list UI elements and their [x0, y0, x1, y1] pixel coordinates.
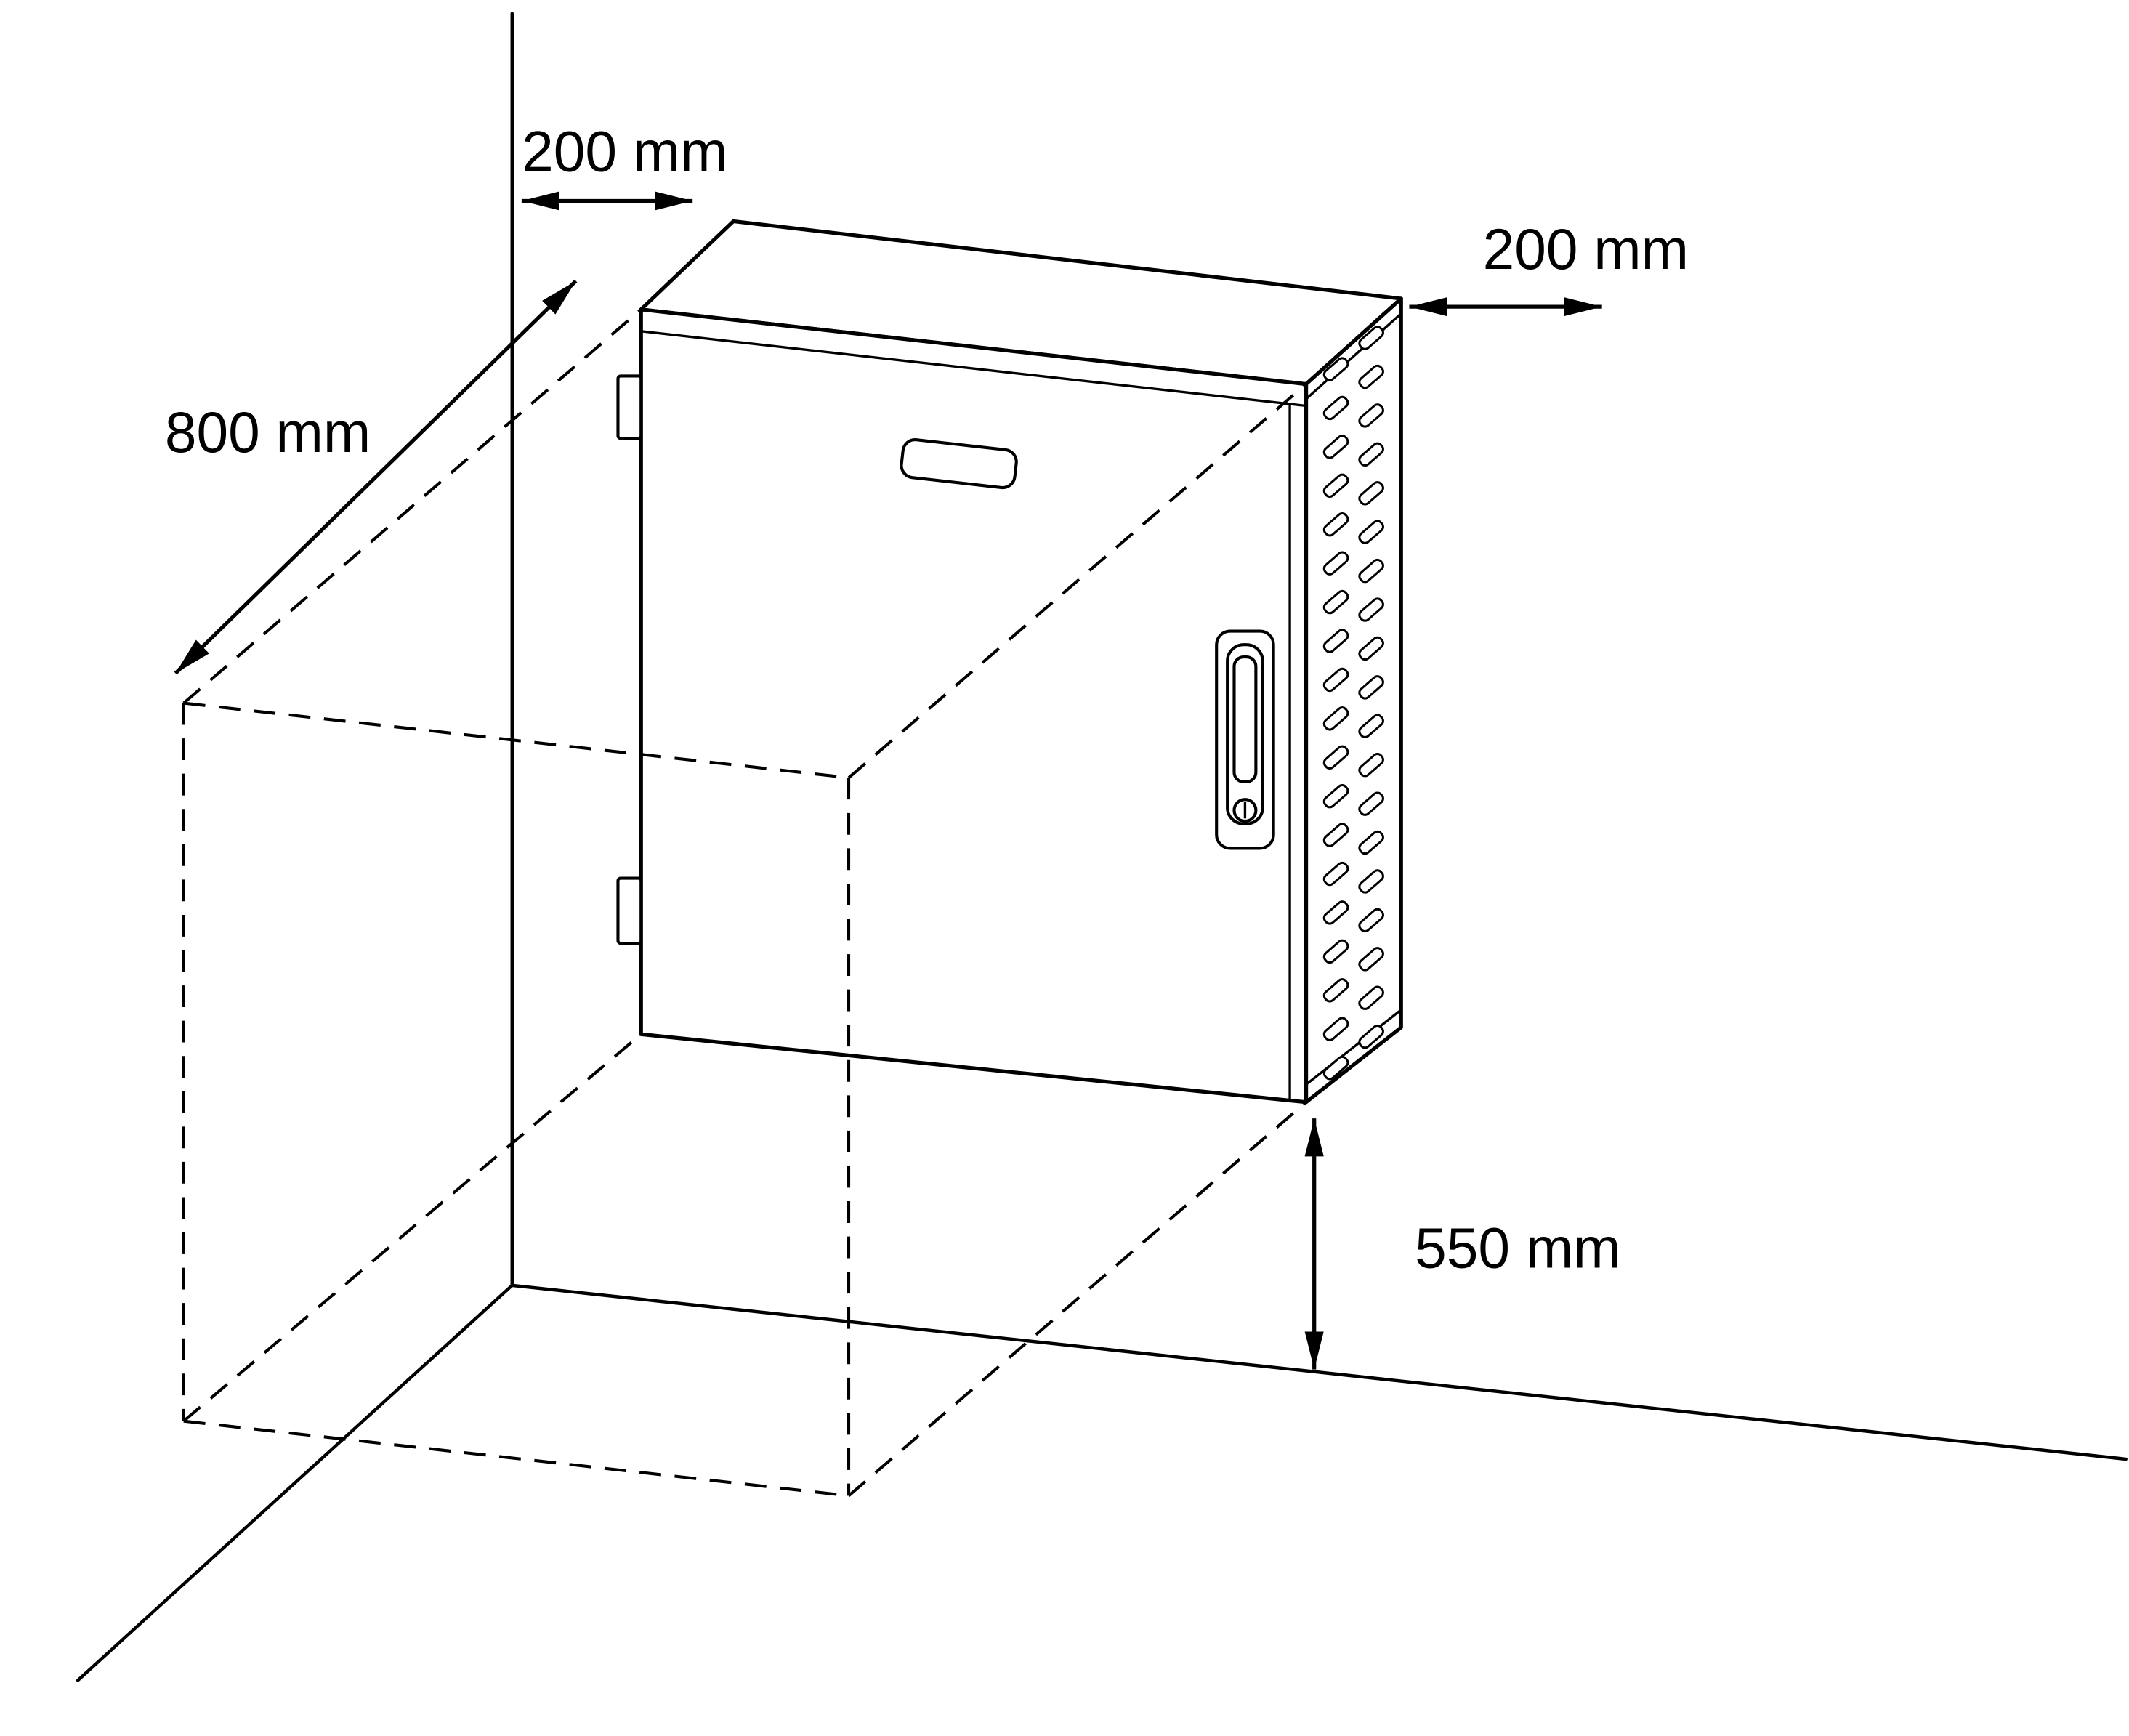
door-hinge-bottom: [616, 876, 643, 945]
dimensions: 200 mm 200 mm 800 mm 550 mm: [165, 119, 1689, 1370]
envelope-bottom-left-depth-edge: [182, 1033, 642, 1423]
envelope-front-top-edge: [183, 701, 849, 780]
dimension-label-right-clearance: 200 mm: [1483, 217, 1689, 281]
cabinet-nameplate: [900, 438, 1018, 490]
floor-line-left: [76, 1283, 514, 1682]
cabinet-door-face: [639, 307, 1309, 1105]
dimension-arrow-front-clearance: [174, 279, 578, 675]
envelope-bottom-right-depth-edge: [847, 1101, 1307, 1497]
envelope-front-bottom-edge: [183, 1419, 849, 1498]
floor-line-right: [510, 1283, 2128, 1461]
vent-panel-top-band: [1305, 312, 1402, 400]
cabinet: [616, 219, 1403, 1105]
door-top-seam: [641, 330, 1306, 408]
handle-grip: [1232, 655, 1258, 783]
door-handle: [1215, 629, 1275, 850]
dimension-label-front-clearance: 800 mm: [165, 400, 371, 464]
vent-panel-bottom-band: [1305, 1009, 1402, 1086]
envelope-top-right-depth-edge: [847, 383, 1307, 779]
cabinet-vent-side-face: [1304, 296, 1403, 1105]
dimension-label-bottom-clearance: 550 mm: [1415, 1216, 1620, 1280]
envelope-top-left-depth-edge: [182, 308, 642, 705]
dimension-label-left-clearance: 200 mm: [522, 119, 727, 183]
door-hinge-top: [616, 374, 643, 440]
vent-slots: [1322, 326, 1384, 1081]
